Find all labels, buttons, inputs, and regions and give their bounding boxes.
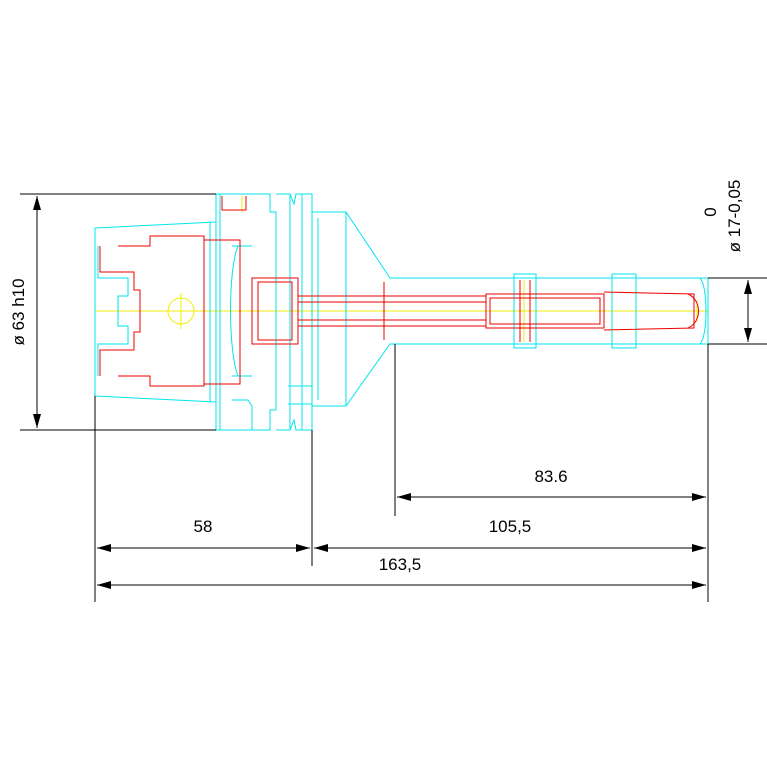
bore-step bbox=[584, 293, 605, 329]
inner-cavity-outline bbox=[118, 235, 205, 387]
arrow-105-left bbox=[314, 544, 328, 552]
arrow-105-right bbox=[692, 544, 706, 552]
shank-bore-inner bbox=[489, 297, 601, 325]
taper-bore bbox=[603, 291, 695, 331]
taper-inner-outline bbox=[97, 246, 129, 376]
arrow-diameter-top bbox=[33, 196, 41, 210]
ring-1-outline bbox=[513, 273, 537, 349]
inner-bore-step bbox=[204, 239, 241, 385]
internal-edges-group bbox=[99, 196, 699, 387]
tip-cap bbox=[699, 277, 707, 345]
arrow-163-left bbox=[97, 581, 111, 589]
key-slot bbox=[221, 196, 247, 211]
label-length-58: 58 bbox=[194, 517, 213, 536]
arrow-58-right bbox=[296, 544, 310, 552]
label-diameter-17: ø 17-0,05 bbox=[725, 180, 744, 253]
body-cone-outline bbox=[312, 211, 709, 407]
dimension-lines-group bbox=[20, 193, 767, 602]
arrow-83-left bbox=[397, 493, 411, 501]
label-length-83: 83.6 bbox=[534, 467, 567, 486]
taper-shank-outline bbox=[94, 221, 217, 403]
ring-2-outline bbox=[611, 273, 637, 349]
label-length-163: 163,5 bbox=[379, 555, 422, 574]
collar-outline bbox=[276, 193, 313, 431]
drawbar-head bbox=[251, 277, 299, 345]
flange-notch bbox=[232, 399, 253, 430]
taper-bore-tip bbox=[687, 293, 699, 329]
arrow-83-right bbox=[692, 493, 706, 501]
drawbar-head-inner bbox=[257, 281, 293, 341]
arrow-58-left bbox=[97, 544, 111, 552]
outline-group bbox=[94, 193, 709, 431]
label-tolerance-upper: 0 bbox=[701, 207, 720, 216]
arrow-shank-top bbox=[744, 280, 752, 294]
flange-outline bbox=[215, 193, 277, 431]
label-length-105: 105,5 bbox=[489, 517, 532, 536]
arrow-163-right bbox=[692, 581, 706, 589]
label-diameter-63: ø 63 h10 bbox=[9, 278, 28, 345]
arrow-shank-bottom bbox=[744, 328, 752, 342]
flange-arc bbox=[230, 245, 239, 377]
arrow-diameter-bottom bbox=[33, 414, 41, 428]
inner-slot-outline bbox=[99, 246, 141, 376]
